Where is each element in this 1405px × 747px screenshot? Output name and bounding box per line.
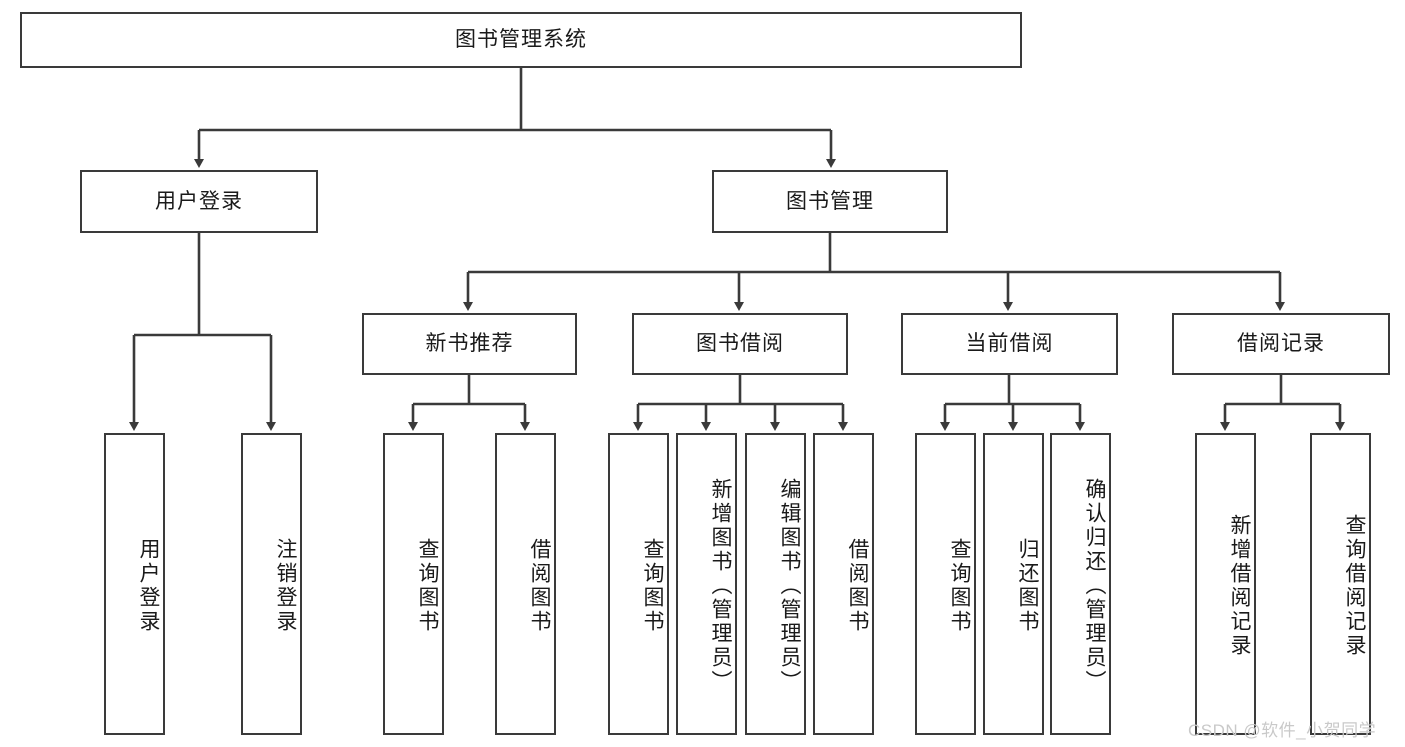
node-root[interactable]: 图书管理系统 [20, 12, 1022, 68]
node-user-login[interactable]: 用户登录 [80, 170, 318, 233]
leaf-edit-book[interactable]: 编辑图书（管理员） [745, 433, 806, 735]
leaf-query-book-rec-label: 查询图书 [416, 538, 439, 634]
node-current-borrow[interactable]: 当前借阅 [901, 313, 1118, 375]
leaf-borrow-book-label: 借阅图书 [846, 538, 869, 634]
leaf-user-logout[interactable]: 注销登录 [241, 433, 302, 735]
leaf-user-login-label: 用户登录 [137, 538, 160, 634]
node-book-borrow[interactable]: 图书借阅 [632, 313, 848, 375]
leaf-return-book[interactable]: 归还图书 [983, 433, 1044, 735]
leaf-borrow-book-rec-label: 借阅图书 [528, 538, 551, 634]
leaf-return-book-label: 归还图书 [1016, 538, 1039, 634]
node-book-manage-label: 图书管理 [786, 189, 874, 213]
node-user-login-label: 用户登录 [155, 189, 243, 213]
node-borrow-record-label: 借阅记录 [1237, 332, 1325, 356]
leaf-query-book-rec[interactable]: 查询图书 [383, 433, 444, 735]
node-borrow-record[interactable]: 借阅记录 [1172, 313, 1390, 375]
leaf-query-book-current-label: 查询图书 [948, 538, 971, 634]
leaf-add-record[interactable]: 新增借阅记录 [1195, 433, 1256, 735]
node-new-book-rec[interactable]: 新书推荐 [362, 313, 577, 375]
leaf-query-record-label: 查询借阅记录 [1343, 514, 1366, 658]
node-book-manage[interactable]: 图书管理 [712, 170, 948, 233]
leaf-query-book-borrow-label: 查询图书 [641, 538, 664, 634]
csdn-watermark: CSDN @软件_小贺同学 [1188, 721, 1377, 740]
leaf-borrow-book[interactable]: 借阅图书 [813, 433, 874, 735]
leaf-confirm-return[interactable]: 确认归还（管理员） [1050, 433, 1111, 735]
node-root-label: 图书管理系统 [455, 28, 587, 52]
leaf-add-book-label: 新增图书（管理员） [709, 478, 732, 694]
leaf-edit-book-label: 编辑图书（管理员） [778, 478, 801, 694]
node-book-borrow-label: 图书借阅 [696, 332, 784, 356]
leaf-user-login[interactable]: 用户登录 [104, 433, 165, 735]
leaf-confirm-return-label: 确认归还（管理员） [1083, 478, 1106, 694]
leaf-query-book-current[interactable]: 查询图书 [915, 433, 976, 735]
leaf-query-record[interactable]: 查询借阅记录 [1310, 433, 1371, 735]
leaf-user-logout-label: 注销登录 [274, 538, 297, 634]
leaf-query-book-borrow[interactable]: 查询图书 [608, 433, 669, 735]
node-current-borrow-label: 当前借阅 [965, 332, 1054, 356]
node-new-book-rec-label: 新书推荐 [425, 332, 514, 356]
leaf-borrow-book-rec[interactable]: 借阅图书 [495, 433, 556, 735]
leaf-add-book[interactable]: 新增图书（管理员） [676, 433, 737, 735]
leaf-add-record-label: 新增借阅记录 [1228, 514, 1251, 658]
